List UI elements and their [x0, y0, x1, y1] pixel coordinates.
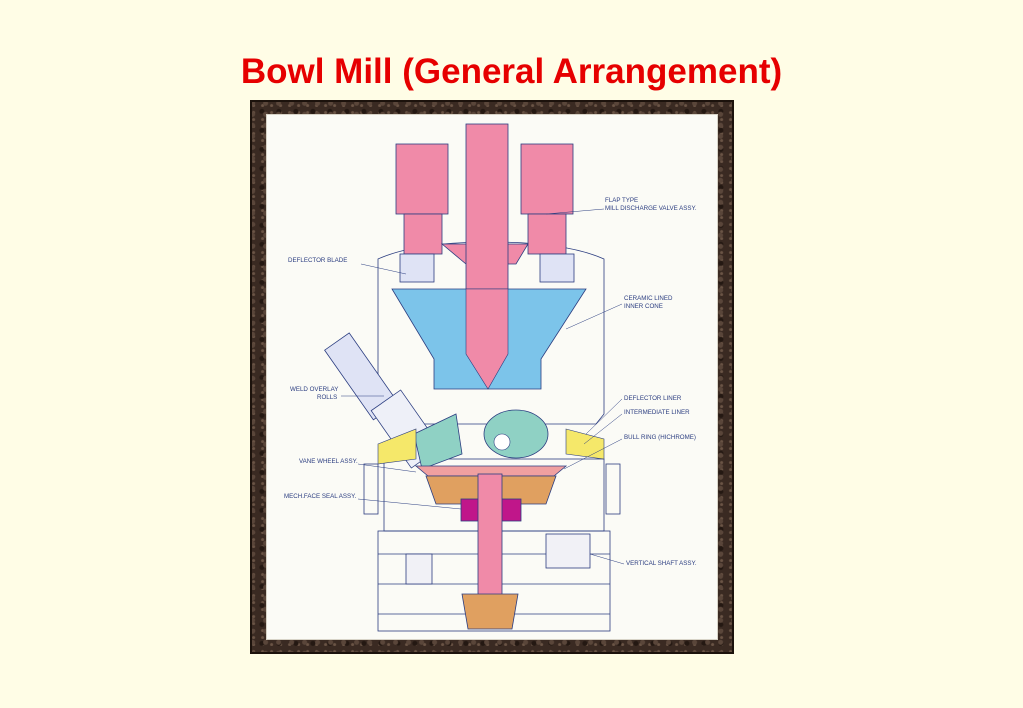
label-weld-rolls-2: ROLLS	[317, 394, 337, 401]
label-weld-rolls-1: WELD OVERLAY	[290, 386, 338, 393]
label-bull-ring: BULL RING (HICHROME)	[624, 434, 696, 441]
vertical-shaft	[477, 473, 503, 615]
lube-unit	[405, 553, 433, 585]
label-deflector-blade: DEFLECTOR BLADE	[288, 257, 347, 264]
bowl-mill-drawing: FLAP TYPE MILL DISCHARGE VALVE ASSY. DEF…	[284, 123, 697, 632]
leader-lines	[341, 208, 625, 565]
label-flap-valve-2: MILL DISCHARGE VALVE ASSY.	[605, 205, 697, 212]
deflector-liners	[377, 428, 605, 465]
label-ceramic-cone-1: CERAMIC LINED	[624, 295, 673, 302]
label-flap-valve-1: FLAP TYPE	[605, 197, 638, 204]
label-mech-seal: MECH.FACE SEAL ASSY.	[284, 493, 356, 500]
label-deflector-liner: DEFLECTOR LINER	[624, 395, 682, 402]
label-vertical-shaft: VERTICAL SHAFT ASSY.	[626, 560, 697, 567]
label-vane-wheel: VANE WHEEL ASSY.	[299, 458, 358, 465]
label-intermediate-liner: INTERMEDIATE LINER	[624, 409, 690, 416]
label-ceramic-cone-2: INNER CONE	[624, 303, 663, 310]
gear-drive	[545, 533, 591, 569]
slide-title: Bowl Mill (General Arrangement)	[240, 52, 783, 91]
thrust-bearing	[461, 593, 519, 630]
deflector-blades	[399, 253, 575, 283]
cone-center-pipe	[465, 288, 509, 390]
